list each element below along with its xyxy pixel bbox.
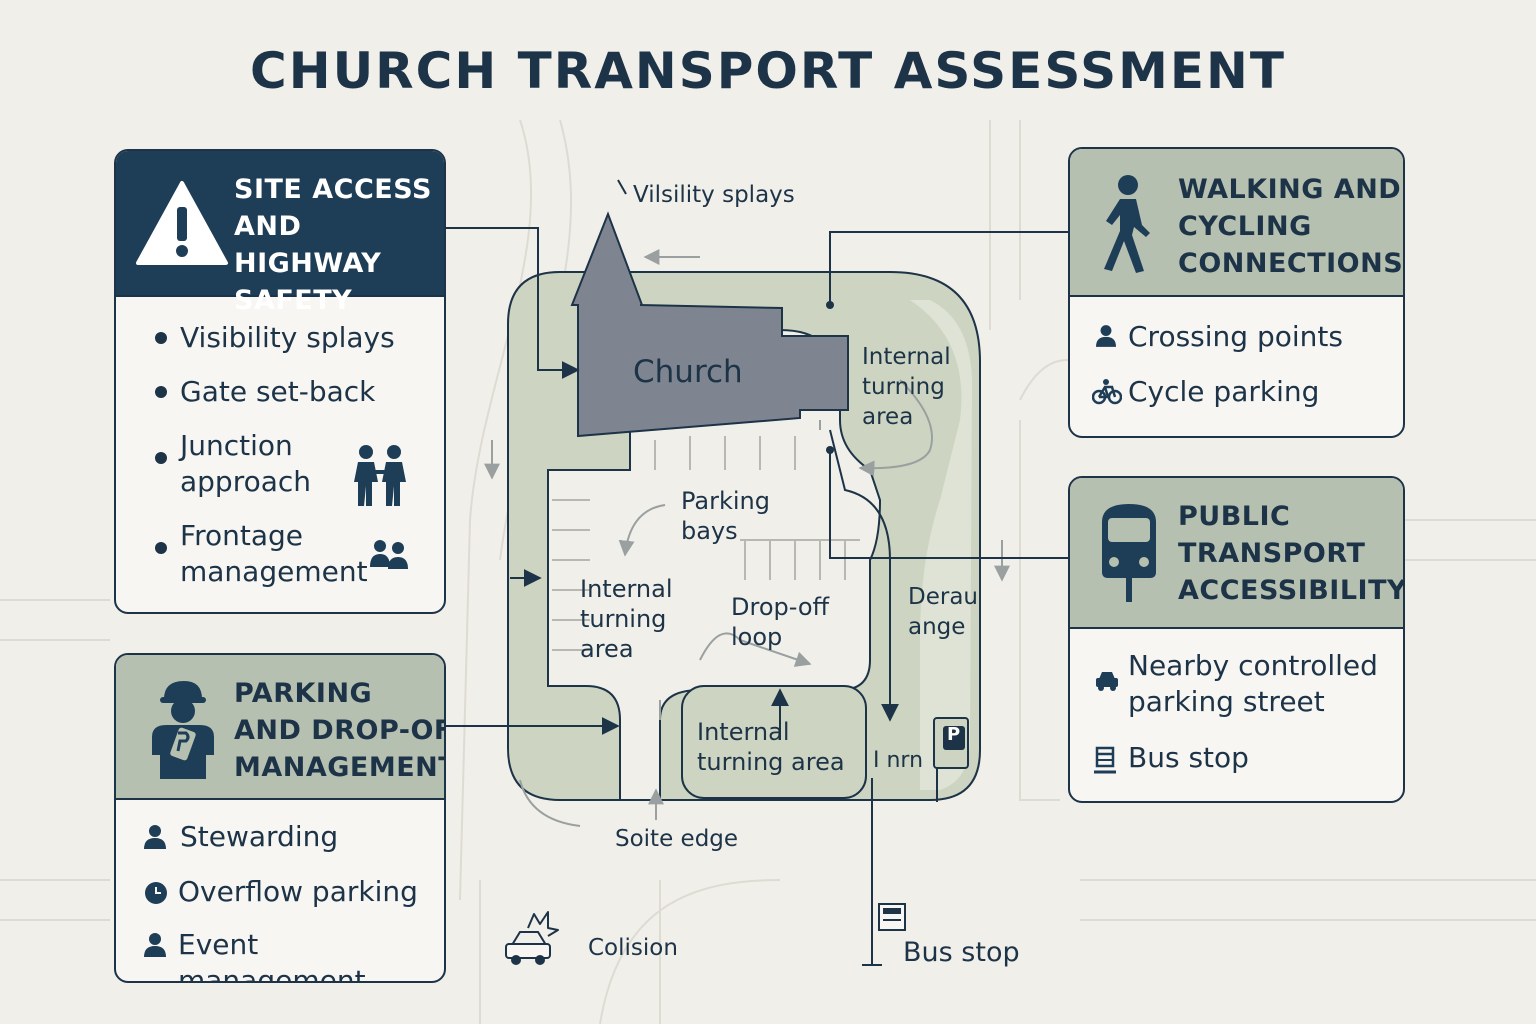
- bus-icon: [1102, 504, 1156, 602]
- circulation-arrows: [484, 249, 1010, 827]
- item-crossing-points: Crossing points: [1128, 320, 1343, 353]
- item-event-management: Event management: [178, 928, 366, 983]
- label-church: Church: [633, 354, 743, 390]
- group-icon: [370, 540, 408, 569]
- item-frontage-management: Frontage management: [180, 519, 368, 588]
- steward-icon: [152, 681, 214, 779]
- item-cycle-parking: Cycle parking: [1128, 375, 1320, 408]
- label-internal-turning-area-left: Internal turning area: [580, 575, 673, 663]
- label-drop-off-loop: Drop-off loop: [731, 593, 830, 651]
- walking-cycling-title: WALKING AND CYCLING CONNECTIONS: [1178, 174, 1404, 279]
- people-pair-icon: [354, 445, 406, 506]
- bus-stop-icon: [1094, 746, 1116, 774]
- site-access-title: SITE ACCESS AND HIGHWAY SAFETY: [234, 174, 432, 316]
- item-overflow-parking: Overflow parking: [178, 875, 418, 908]
- item-visibility-splays: Visibility splays: [180, 321, 395, 354]
- bullet-dot: [155, 542, 167, 554]
- background-street-lines: [0, 119, 1536, 1024]
- parking-bay-lines: [552, 436, 860, 651]
- collision-car: [505, 911, 559, 965]
- site-access-header: SITE ACCESS AND HIGHWAY SAFETY: [116, 151, 444, 316]
- label-internal-turning-area-bottom: Internal turning area: [697, 718, 845, 776]
- public-transport-title: PUBLIC TRANSPORT ACCESSIBILITY: [1178, 501, 1405, 606]
- item-stewarding: Stewarding: [180, 820, 339, 853]
- parking-dropoff-header: PARKING AND DROP-OF MANAGEMENT: [116, 655, 444, 800]
- bus-stop-sign: [878, 903, 906, 931]
- bullet-dot: [155, 386, 167, 398]
- person-icon: [1096, 325, 1116, 347]
- public-transport-header: PUBLIC TRANSPORT ACCESSIBILITY: [1070, 478, 1403, 629]
- label-internal-turning-area-top: Internal turning area: [862, 344, 951, 430]
- bullet-dot: [155, 332, 167, 344]
- bicycle-icon: [1092, 379, 1122, 405]
- label-site-edge: Soite edge: [615, 826, 739, 852]
- parking-sign-label: P: [947, 724, 961, 745]
- clock-icon: [145, 882, 167, 904]
- bullet-dot: [155, 452, 167, 464]
- label-visibility-splays: Vilsility splays: [633, 182, 795, 208]
- item-bus-stop: Bus stop: [1128, 741, 1249, 774]
- site-access-panel: SITE ACCESS AND HIGHWAY SAFETY Visibilit…: [114, 149, 446, 614]
- item-junction-approach: Junction approach: [180, 429, 312, 498]
- walking-cycling-header: WALKING AND CYCLING CONNECTIONS: [1070, 149, 1403, 297]
- car-icon: [1096, 672, 1118, 691]
- page-title: CHURCH TRANSPORT ASSESSMENT: [250, 42, 1286, 100]
- label-nrn: I nrn: [873, 748, 924, 773]
- label-colision: Colision: [588, 935, 678, 961]
- public-transport-panel: PUBLIC TRANSPORT ACCESSIBILITY Nearby co…: [1068, 476, 1405, 803]
- label-bus-stop: Bus stop: [903, 937, 1020, 968]
- bottom-turning-area: [681, 685, 867, 799]
- person-icon: [144, 825, 166, 849]
- item-gate-set-back: Gate set-back: [180, 375, 376, 408]
- person-icon: [144, 933, 166, 957]
- parking-sign-post: [933, 717, 969, 802]
- warning-triangle-icon: [136, 181, 228, 265]
- parking-dropoff-panel: PARKING AND DROP-OF MANAGEMENT Stewardin…: [114, 653, 446, 983]
- church-building: [570, 211, 849, 438]
- label-derau-ange: Derau ange: [908, 584, 978, 640]
- item-nearby-controlled-parking: Nearby controlled parking street: [1128, 649, 1378, 718]
- pedestrian-icon: [1104, 175, 1150, 273]
- walking-cycling-panel: WALKING AND CYCLING CONNECTIONS Crossing…: [1068, 147, 1405, 438]
- label-parking-bays: Parking bays: [681, 487, 770, 545]
- parking-dropoff-title: PARKING AND DROP-OF MANAGEMENT: [234, 678, 446, 783]
- connector-lines: [444, 179, 1068, 966]
